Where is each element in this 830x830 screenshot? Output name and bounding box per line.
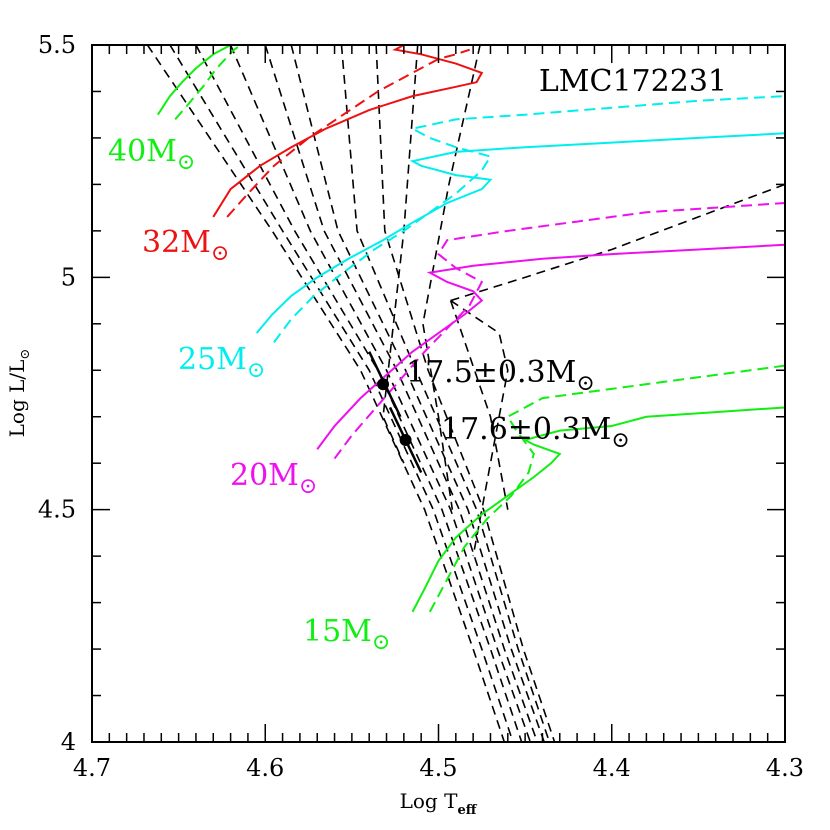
plot-frame (91, 44, 786, 743)
isochrone-line-12 (450, 183, 785, 302)
isochrone-line-8 (382, 45, 419, 464)
x-tick-label: 4.3 (766, 754, 804, 782)
mass-label-40: 40M⊙ (108, 134, 195, 175)
x-tick-label: 4.4 (593, 754, 631, 782)
tracks-layer (146, 45, 785, 742)
y-tick-label: 5 (61, 263, 76, 291)
track-40msun-dashed (174, 45, 242, 121)
ticks-layer: 4.7 4.6 4.5 4.4 4.3 4 4.5 5 5.5 (38, 31, 804, 782)
stars-layer (368, 351, 423, 474)
mass-label-32: 32M⊙ (142, 225, 229, 266)
mass-label-20: 20M⊙ (230, 458, 317, 499)
track-15msun-dashed (428, 364, 785, 613)
star-label-2: 17.6±0.3M⊙ (441, 412, 630, 453)
mass-label-25: 25M⊙ (178, 342, 265, 383)
y-axis-title: Log L/L⊙ (5, 349, 33, 438)
track-40msun-solid (156, 45, 232, 116)
x-tick-label: 4.7 (73, 754, 111, 782)
y-tick-label: 5.5 (38, 31, 76, 59)
track-20msun-dashed (333, 201, 785, 460)
track-15msun-solid (411, 406, 785, 613)
isochrone-line-9 (422, 45, 481, 510)
isochrone-line-7 (375, 45, 556, 742)
star-point-2 (399, 433, 412, 446)
isochrone-line-5 (290, 45, 545, 742)
isochrone-line-10 (449, 300, 509, 510)
mass-label-15: 15M⊙ (303, 614, 390, 655)
star-point-1 (377, 378, 390, 391)
isochrone-line-11 (450, 299, 509, 557)
isochrone-line-3 (229, 45, 532, 742)
y-tick-label: 4 (61, 728, 76, 756)
x-tick-label: 4.5 (419, 754, 457, 782)
isochrone-line-6 (340, 45, 551, 742)
x-axis-title: Log Teff (400, 789, 478, 818)
track-25msun-solid (255, 132, 785, 334)
track-32msun-dashed (226, 48, 471, 218)
y-tick-label: 4.5 (38, 496, 76, 524)
x-tick-label: 4.6 (246, 754, 284, 782)
star-label-1: 17.5±0.3M⊙ (406, 355, 595, 396)
track-32msun-solid (212, 45, 484, 218)
track-20msun-solid (316, 243, 785, 450)
track-25msun-dashed (273, 95, 785, 343)
chart-title: LMC172231 (539, 64, 727, 99)
isochrone-line-2 (195, 45, 523, 742)
isochrone-line-4 (264, 45, 539, 742)
